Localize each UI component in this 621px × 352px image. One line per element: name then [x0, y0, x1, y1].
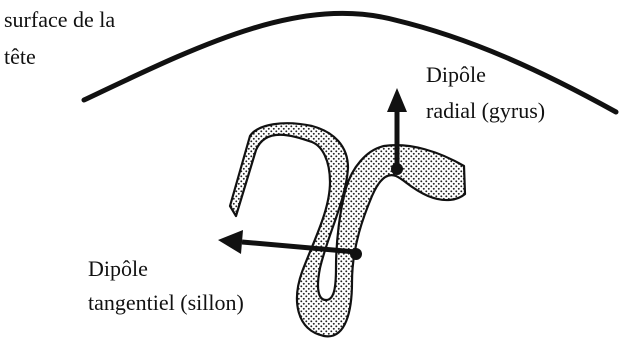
head-surface-label-line1: surface de la	[4, 7, 115, 32]
tangential-dipole-arrow	[218, 230, 362, 260]
radial-dipole-arrow	[387, 88, 407, 175]
head-surface-curve	[81, 10, 619, 115]
head-surface-label-line2: tête	[4, 44, 36, 69]
head-surface-label: surface de la tête	[4, 7, 121, 69]
tangential-dipole-label-line2: tangentiel (sillon)	[88, 290, 244, 315]
radial-dipole-label: Dipôle radial (gyrus)	[426, 62, 545, 123]
tangential-dipole-label: Dipôle tangentiel (sillon)	[88, 256, 244, 315]
cortical-fold	[228, 122, 467, 338]
radial-dipole-label-line2: radial (gyrus)	[426, 98, 545, 123]
radial-dipole-label-line1: Dipôle	[426, 62, 486, 87]
tangential-dipole-label-line1: Dipôle	[88, 256, 148, 281]
